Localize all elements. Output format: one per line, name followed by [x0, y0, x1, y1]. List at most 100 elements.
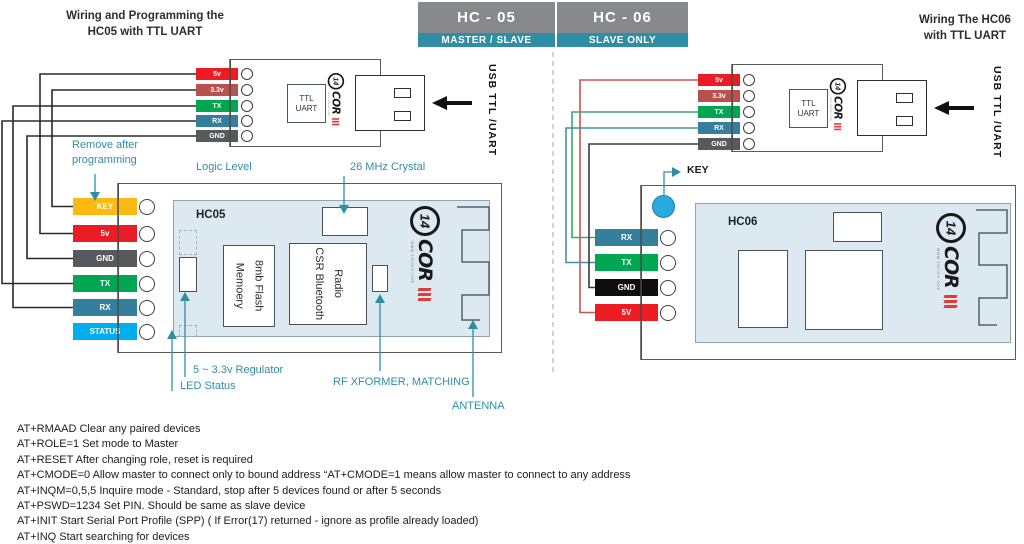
callout-remove-after-programming: Remove after programming: [72, 139, 139, 166]
logo-circle: 14: [829, 78, 847, 95]
hc06-pin-tx: TX: [595, 254, 676, 271]
ttl-left-pin-gnd: GND: [196, 130, 253, 142]
header-hc05-subtitle: MASTER / SLAVE: [418, 33, 555, 47]
left-title-line2: HC05 with TTL UART: [87, 26, 203, 38]
hc06-pin-5v: 5V: [595, 304, 676, 321]
at-command: AT+RESET After changing role, reset is r…: [17, 453, 253, 466]
pin-hole: [743, 90, 755, 102]
hc05-name: HC05: [196, 209, 226, 221]
callout-key: KEY: [687, 164, 709, 176]
logo-circle: 14: [410, 206, 440, 236]
pin-hole: [743, 106, 755, 118]
usb-contact-icon: [394, 88, 411, 98]
pin-hole: [743, 74, 755, 86]
ttl-right-pin-3v3: 3.3v: [698, 90, 755, 102]
pin-hole: [139, 275, 155, 292]
callout-regulator: 5 ~ 3.3v Regulator: [193, 364, 284, 376]
logo-stripes-icon: [833, 122, 842, 131]
right-title-line1: Wiring The HC06: [919, 14, 1011, 26]
hc06-pin-rx: RX: [595, 229, 676, 246]
logo-stripes-icon: [417, 286, 432, 303]
hc05-pin-tx: TX: [73, 275, 155, 292]
hc06-crystal: [833, 212, 882, 242]
callout-26mhz-crystal: 26 MHz Crystal: [350, 161, 426, 173]
hc05-pin-gnd: GND: [73, 250, 155, 267]
pin-hole: [241, 130, 253, 142]
pin-hole: [139, 250, 155, 267]
pin-hole: [743, 138, 755, 150]
hc05-crystal: [322, 207, 368, 236]
14core-logo: 14 COR www.14core.com: [326, 73, 346, 128]
ttl-left-pin-rx: RX: [196, 115, 253, 127]
pin-hole: [660, 279, 676, 296]
usb-plug-right: [857, 80, 927, 136]
hc05-pin-rx: RX: [73, 299, 155, 316]
right-title-line2: with TTL UART: [923, 30, 1007, 42]
hc05-radio-chip: CSR Bluetooth Radio: [289, 243, 367, 325]
hc05-rf-xformer: [372, 265, 388, 292]
pin-hole: [660, 304, 676, 321]
ttl-left-pin-5v: 5v: [196, 68, 253, 80]
callout-rf-xformer: RF XFORMER, MATCHING: [333, 376, 470, 388]
at-command: AT+RMAAD Clear any paired devices: [17, 423, 201, 435]
at-command: AT+PSWD=1234 Set PIN. Should be same as …: [17, 500, 306, 513]
hc05-pin-status: STATUS: [73, 323, 155, 340]
ttl-right-pin-5v: 5v: [698, 74, 755, 86]
callout-antenna: ANTENNA: [452, 400, 505, 412]
usb-plug-left: [355, 75, 425, 131]
hc05-led-pad: [179, 230, 197, 255]
usb-contact-icon: [394, 111, 411, 121]
14core-logo: 14 COR www.14core.com: [933, 213, 969, 313]
usb-contact-icon: [896, 93, 913, 103]
at-command-list: AT+RMAAD Clear any paired devices AT+ROL…: [17, 422, 630, 544]
usb-contact-icon: [896, 116, 913, 126]
pin-hole: [660, 229, 676, 246]
hc06-chip-a: [738, 250, 788, 328]
callout-logic-level: Logic Level: [196, 161, 252, 173]
at-command: AT+INQM=0,5,5 Inquire mode - Standard, s…: [17, 484, 442, 497]
pin-hole: [139, 299, 155, 316]
ttl-right-pin-gnd: GND: [698, 138, 755, 150]
at-command: AT+ROLE=1 Set mode to Master: [17, 438, 179, 451]
at-command: AT+INIT Start Serial Port Profile (SPP) …: [17, 515, 479, 528]
left-section-title: Wiring and Programming the HC05 with TTL…: [35, 8, 255, 40]
ttl-right-pin-tx: TX: [698, 106, 755, 118]
hc05-regulator: [179, 257, 197, 292]
logo-stripes-icon: [331, 117, 340, 126]
header-hc06-title: HC - 06: [557, 2, 688, 33]
pin-hole: [660, 254, 676, 271]
hc05-flash-chip: 8mb Flash Memoery: [223, 245, 275, 327]
ttl-chip-left: TTL UART: [287, 84, 326, 123]
hc06-chip-b: [805, 250, 883, 330]
logo-circle: 14: [936, 213, 966, 243]
usb-ttl-uart-label-right: USB TTL /UART: [991, 66, 1003, 159]
usb-ttl-uart-label-left: USB TTL /UART: [486, 64, 498, 157]
header-hc06-subtitle: SLAVE ONLY: [557, 33, 688, 47]
header-hc05-title: HC - 05: [418, 2, 555, 33]
left-title-line1: Wiring and Programming the: [66, 10, 224, 22]
hc05-pin-key: KEY: [73, 198, 155, 215]
at-command: AT+INQ Start searching for devices: [17, 530, 190, 543]
ttl-left-pin-tx: TX: [196, 100, 253, 112]
pin-hole: [139, 323, 155, 340]
logo-stripes-icon: [943, 293, 958, 310]
14core-logo: 14 COR www.14core.com: [828, 78, 848, 133]
hc06-key-pad: [652, 195, 675, 218]
hc05-led-pad: [179, 325, 197, 337]
right-section-title: Wiring The HC06 with TTL UART: [880, 12, 1024, 44]
14core-logo: 14 COR www.14core.com: [407, 206, 443, 306]
ttl-left-pin-3v3: 3.3v: [196, 84, 253, 96]
hc05-pin-5v: 5v: [73, 225, 155, 242]
ttl-chip-right: TTL UART: [789, 89, 828, 128]
at-command: AT+CMODE=0 Allow master to connect only …: [17, 469, 631, 482]
ttl-right-pin-rx: RX: [698, 122, 755, 134]
pin-hole: [139, 225, 155, 242]
logo-circle: 14: [327, 73, 345, 90]
pin-hole: [241, 115, 253, 127]
callout-led-status: LED Status: [180, 380, 236, 392]
pin-hole: [241, 68, 253, 80]
pin-hole: [241, 100, 253, 112]
hc06-name: HC06: [728, 216, 758, 228]
pin-hole: [241, 84, 253, 96]
